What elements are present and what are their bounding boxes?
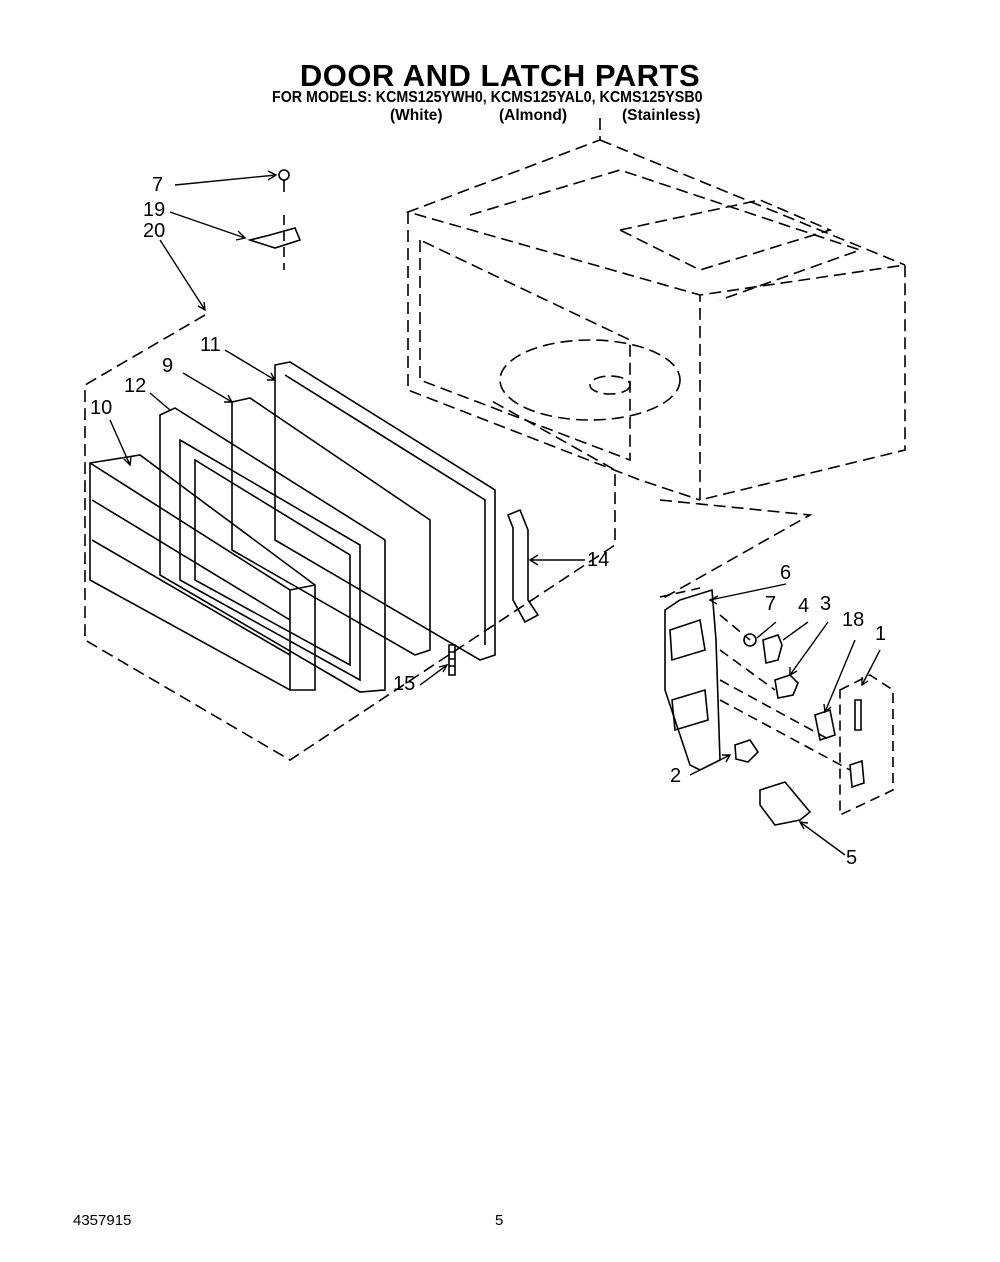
door-assembly-outline [84, 314, 616, 761]
page-number: 5 [495, 1212, 504, 1229]
callout-19-bracket: 19 [143, 199, 166, 221]
door-frame [159, 407, 386, 693]
lever [734, 739, 760, 763]
bracket [247, 227, 302, 249]
door-choke [274, 361, 496, 661]
latch-bracket [664, 588, 721, 771]
callout-5-cover: 5 [846, 847, 858, 869]
finish-almond: (Almond) [499, 107, 568, 124]
switch-1 [849, 759, 865, 789]
switch-assembly-outline [839, 674, 894, 817]
callout-7-screw: 7 [152, 174, 164, 196]
callout-12-frame: 12 [124, 375, 147, 397]
door-window [231, 397, 431, 656]
callout-10-door-panel: 10 [90, 397, 113, 419]
latch-screw [743, 633, 757, 647]
document-number: 4357915 [73, 1212, 132, 1229]
callout-15-spring: 15 [393, 673, 416, 695]
callout-20-door-assembly: 20 [143, 220, 166, 242]
latch-cover [759, 781, 812, 826]
callout-arrows [109, 170, 881, 856]
callout-4-switch: 4 [798, 595, 810, 617]
hinge-bar [506, 508, 540, 624]
screw-top [278, 169, 290, 181]
callout-18-switch: 18 [842, 609, 865, 631]
finish-stainless: (Stainless) [622, 107, 701, 124]
switch-3 [774, 674, 799, 699]
switch-4 [762, 634, 783, 664]
callout-9-window: 9 [162, 355, 174, 377]
callout-2-lever: 2 [670, 765, 682, 787]
callout-14-hinge: 14 [587, 549, 610, 571]
callout-7-latch-screw: 7 [765, 593, 777, 615]
switch-18 [814, 708, 836, 742]
models-line: FOR MODELS: KCMS125YWH0, KCMS125YAL0, KC… [272, 89, 703, 106]
microwave-cabinet [405, 118, 906, 601]
callout-3-switch: 3 [820, 593, 832, 615]
page-title: DOOR AND LATCH PARTS [299, 58, 701, 93]
spring [448, 644, 456, 676]
fuse [854, 699, 862, 731]
callout-11-choke: 11 [200, 334, 221, 356]
finish-white: (White) [390, 107, 443, 124]
callout-1-switch-assembly: 1 [875, 623, 887, 645]
callout-6-latch-bracket: 6 [780, 562, 792, 584]
door-panel [89, 454, 316, 691]
